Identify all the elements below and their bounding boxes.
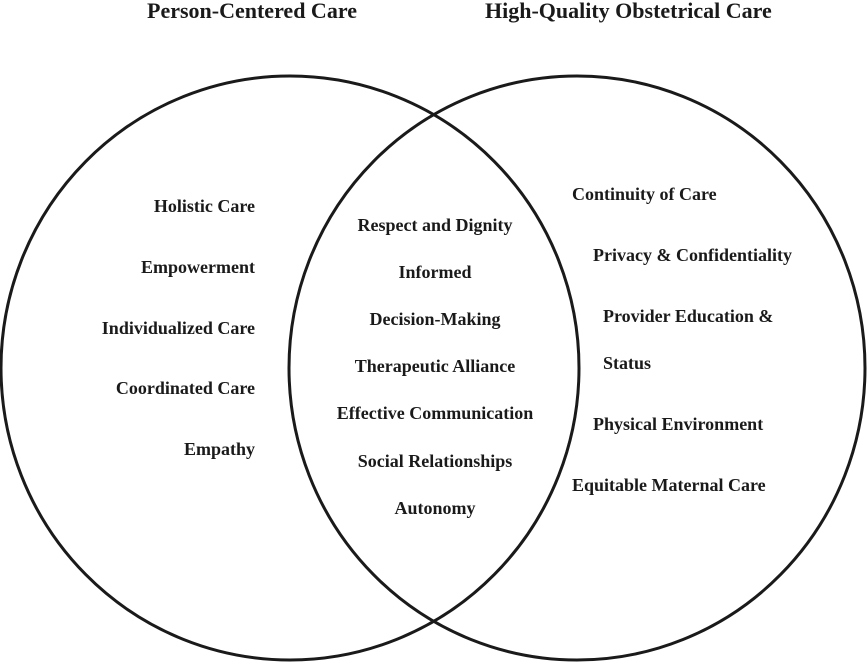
right-set-title: High-Quality Obstetrical Care [485, 0, 772, 23]
overlap-item-effective-communication: Effective Communication [336, 403, 534, 423]
right-item-physical-environment: Physical Environment [593, 414, 764, 434]
overlap-item-social-relationships: Social Relationships [357, 451, 513, 471]
left-item-holistic-care: Holistic Care [153, 196, 255, 216]
left-circle [0, 74, 581, 662]
overlap-item-respect-dignity: Respect and Dignity [357, 215, 513, 235]
right-item-privacy-confidentiality: Privacy & Confidentiality [593, 245, 792, 265]
overlap-item-decision-making: Decision-Making [369, 309, 501, 329]
right-item-status: Status [603, 353, 652, 373]
overlap-item-informed: Informed [398, 262, 472, 282]
left-item-individualized-care: Individualized Care [101, 318, 255, 338]
overlap-item-autonomy: Autonomy [394, 498, 476, 518]
right-item-equitable-maternal-care: Equitable Maternal Care [572, 475, 766, 495]
left-item-empowerment: Empowerment [141, 257, 255, 277]
left-item-coordinated-care: Coordinated Care [115, 378, 255, 398]
right-item-provider-education: Provider Education & [603, 306, 774, 326]
left-set-title: Person-Centered Care [147, 0, 357, 23]
left-item-empathy: Empathy [183, 439, 255, 459]
overlap-item-therapeutic-alliance: Therapeutic Alliance [354, 356, 516, 376]
right-circle [287, 74, 867, 662]
right-item-continuity-of-care: Continuity of Care [572, 184, 717, 204]
